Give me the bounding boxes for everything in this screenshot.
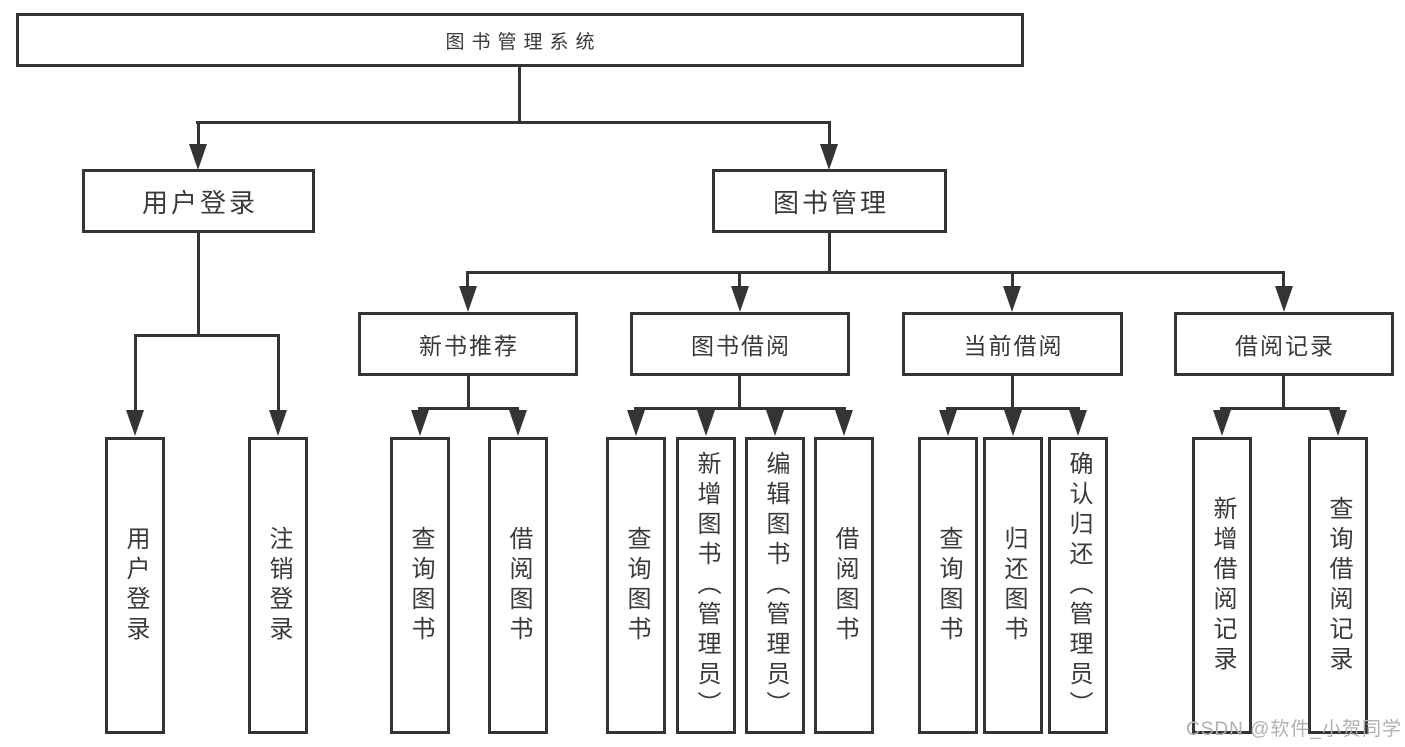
- connector-login-stem: [197, 124, 200, 145]
- connector-login-leaf1-stem: [134, 337, 137, 411]
- node-user-login: 用户登录: [82, 169, 315, 233]
- connector-recommend-stem: [466, 274, 469, 287]
- node-borrowing-records: 借阅记录: [1174, 312, 1394, 376]
- arrow-to-add-borrow-record: [1213, 410, 1231, 436]
- connector-borrow-hbar: [634, 407, 846, 410]
- connector-recommend-down: [467, 376, 470, 410]
- connector-current-hbar: [946, 407, 1080, 410]
- connector-records-stem: [1282, 274, 1285, 287]
- node-book-management-system: 图书管理系统: [16, 13, 1024, 67]
- node-book-management: 图书管理: [712, 169, 947, 233]
- arrow-to-leaf-logout: [269, 410, 287, 436]
- connector-root-stem: [518, 67, 521, 121]
- node-leaf-user-login: 用户登录: [105, 437, 165, 734]
- node-leaf-add-borrow-record: 新增借阅记录: [1192, 437, 1252, 734]
- connector-recommend-hbar: [418, 407, 519, 410]
- node-leaf-confirm-return-admin: 确认归还（管理员）: [1048, 437, 1108, 734]
- node-leaf-add-books-admin: 新增图书（管理员）: [676, 437, 736, 734]
- connector-login-hbar: [134, 334, 280, 337]
- arrow-to-edit-books-admin: [766, 410, 784, 436]
- arrow-to-add-books-admin: [697, 410, 715, 436]
- node-leaf-borrow-books: 借阅图书: [814, 437, 874, 734]
- arrow-to-query-books-recommend: [411, 410, 429, 436]
- arrow-to-confirm-return-admin: [1069, 410, 1087, 436]
- arrow-to-book-management: [820, 144, 838, 170]
- node-leaf-logout: 注销登录: [248, 437, 308, 734]
- arrow-to-book-borrowing: [731, 286, 749, 312]
- connector-borrow-down: [738, 376, 741, 410]
- connector-login-down: [197, 233, 200, 334]
- node-leaf-query-borrow-record: 查询借阅记录: [1308, 437, 1368, 734]
- connector-records-hbar: [1220, 407, 1340, 410]
- arrow-to-leaf-user-login: [126, 410, 144, 436]
- arrow-to-query-books-current: [939, 410, 957, 436]
- connector-root-hbar: [196, 121, 831, 124]
- arrow-to-query-books-borrow: [627, 410, 645, 436]
- node-leaf-return-books: 归还图书: [983, 437, 1043, 734]
- arrow-to-user-login: [189, 144, 207, 170]
- arrow-to-return-books: [1004, 410, 1022, 436]
- connector-mgmt-stem: [828, 124, 831, 145]
- connector-borrow-stem: [738, 274, 741, 287]
- arrow-to-borrow-books-recommend: [509, 410, 527, 436]
- node-current-borrowing: 当前借阅: [902, 312, 1123, 376]
- arrow-to-new-book-recommendation: [459, 286, 477, 312]
- node-leaf-query-books-borrow: 查询图书: [606, 437, 666, 734]
- connector-current-stem: [1011, 274, 1014, 287]
- connector-mgmt-down: [828, 233, 831, 271]
- connector-mgmt-hbar: [466, 271, 1285, 274]
- connector-current-down: [1011, 376, 1014, 410]
- node-leaf-borrow-books-recommend: 借阅图书: [488, 437, 548, 734]
- node-leaf-edit-books-admin: 编辑图书（管理员）: [745, 437, 805, 734]
- node-leaf-query-books-current: 查询图书: [918, 437, 978, 734]
- connector-login-leaf2-stem: [277, 337, 280, 411]
- arrow-to-borrow-books: [835, 410, 853, 436]
- csdn-watermark: CSDN @软件_小贺同学: [1186, 719, 1402, 740]
- node-book-borrowing: 图书借阅: [630, 312, 850, 376]
- arrow-to-query-borrow-record: [1329, 410, 1347, 436]
- node-leaf-query-books-recommend: 查询图书: [390, 437, 450, 734]
- node-new-book-recommendation: 新书推荐: [358, 312, 578, 376]
- connector-records-down: [1282, 376, 1285, 410]
- arrow-to-current-borrowing: [1003, 286, 1021, 312]
- arrow-to-borrowing-records: [1275, 286, 1293, 312]
